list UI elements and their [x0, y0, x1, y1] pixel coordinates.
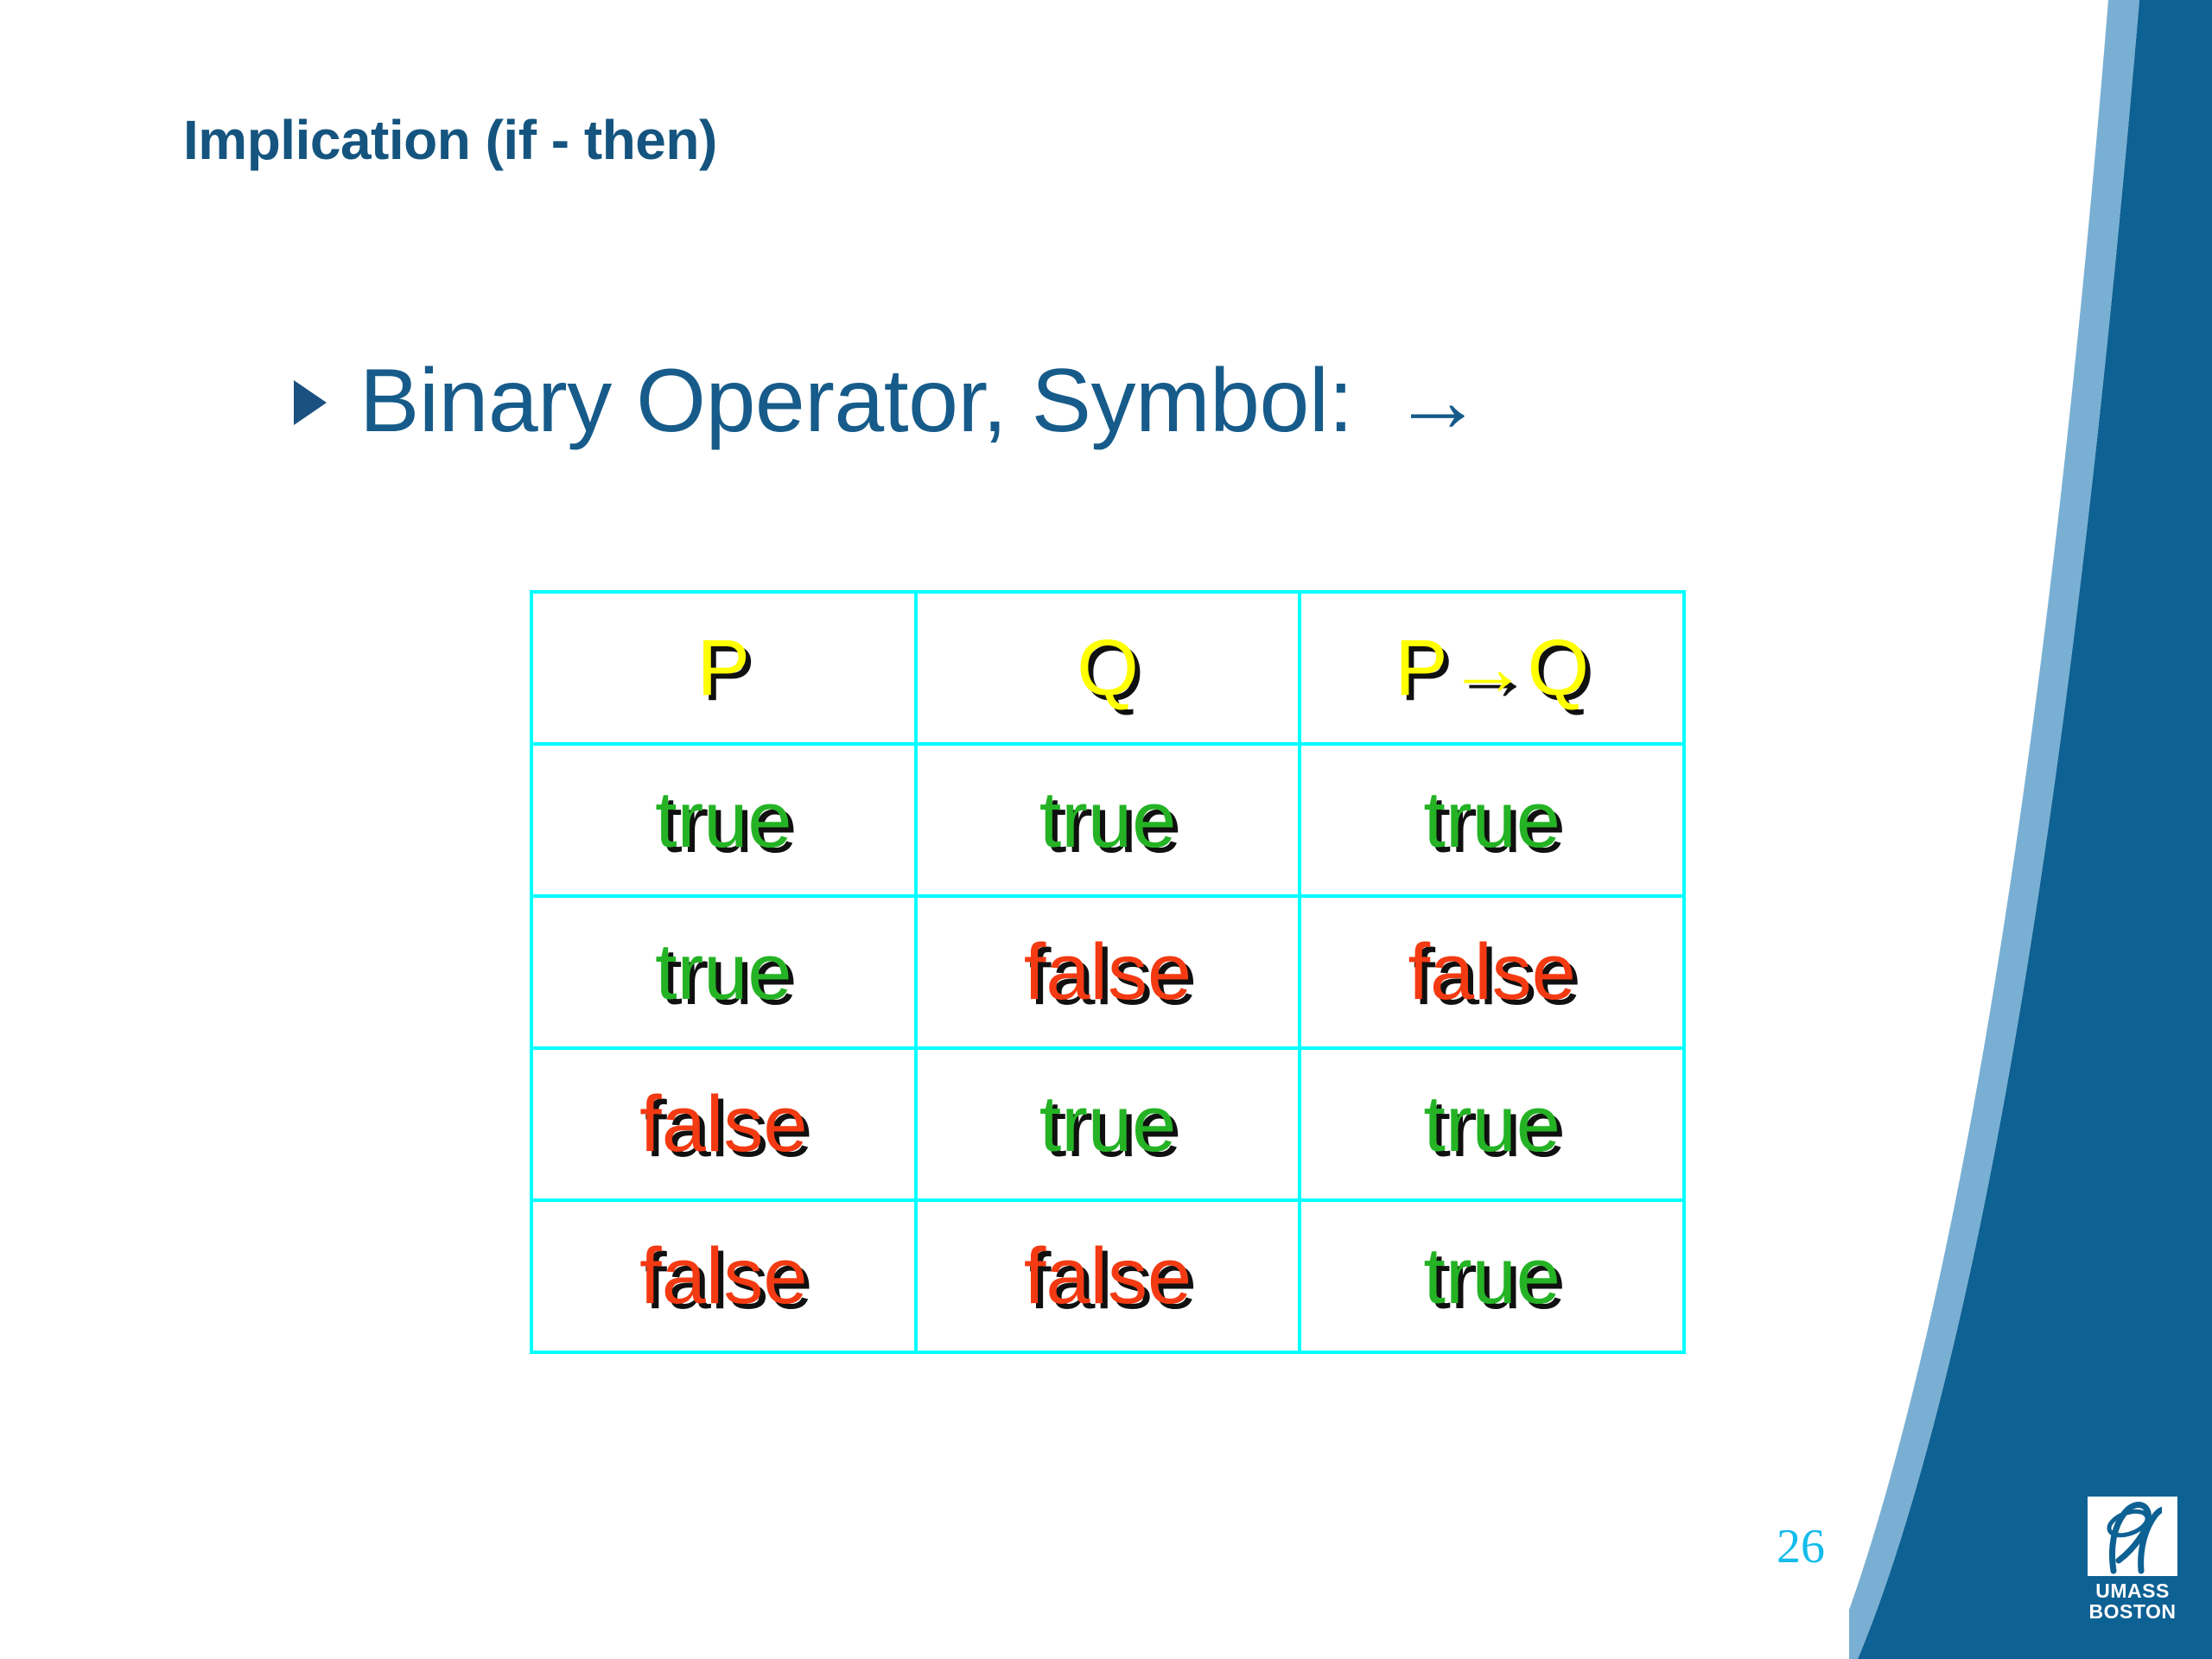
umass-monogram-icon: [2088, 1497, 2177, 1576]
table-cell-text: false: [1023, 1232, 1192, 1320]
swoosh-light-band: [1849, 0, 2139, 1659]
table-row: false true true: [530, 1046, 1686, 1202]
bullet-text: Binary Operator, Symbol:: [359, 351, 1353, 451]
table-cell: true: [913, 1046, 1302, 1202]
table-cell: true: [1298, 742, 1686, 898]
table-header-row: P Q P→Q: [530, 590, 1686, 746]
logo-line-2: BOSTON: [2088, 1600, 2177, 1624]
logo-line-1: UMASS: [2095, 1580, 2170, 1602]
implication-arrow-icon: →: [1392, 351, 1483, 451]
table-cell-text: true: [1423, 776, 1560, 864]
table-cell: true: [530, 742, 918, 898]
logo-wordmark: UMASS BOSTON: [2085, 1580, 2180, 1622]
table-cell: false: [530, 1198, 918, 1354]
table-cell-text: true: [1423, 1080, 1560, 1168]
table-cell: true: [1298, 1198, 1686, 1354]
table-row: true true true: [530, 742, 1686, 898]
table-cell-text: false: [1408, 928, 1576, 1016]
table-cell: true: [530, 894, 918, 1050]
table-cell-text: false: [639, 1232, 808, 1320]
table-cell-text: P→Q: [1395, 624, 1590, 712]
table-cell-text: P: [696, 624, 751, 712]
table-cell-text: true: [1039, 776, 1177, 864]
table-cell-text: true: [1423, 1232, 1560, 1320]
page-title: Implication (if - then): [183, 109, 717, 171]
table-cell: true: [1298, 1046, 1686, 1202]
swoosh-dark-band: [1858, 0, 2212, 1659]
table-cell-text: true: [1039, 1080, 1177, 1168]
table-cell: false: [913, 1198, 1302, 1354]
umass-monogram-glyph: [2088, 1497, 2177, 1576]
table-cell-text: Q: [1077, 624, 1139, 712]
table-cell-text: false: [1023, 928, 1192, 1016]
table-cell: false: [913, 894, 1302, 1050]
table-row: false false true: [530, 1198, 1686, 1354]
decorative-swoosh: [1849, 0, 2212, 1659]
table-header-cell: Q: [913, 590, 1302, 746]
table-cell-text: true: [655, 928, 792, 1016]
bullet-line: Binary Operator, Symbol: →: [294, 356, 1483, 446]
page-number: 26: [1777, 1520, 1825, 1573]
table-row: true false false: [530, 894, 1686, 1050]
table-cell: false: [1298, 894, 1686, 1050]
table-header-cell: P: [530, 590, 918, 746]
triangle-right-icon: [294, 380, 327, 425]
truth-table: P Q P→Q true true true true false false …: [530, 590, 1686, 1354]
table-cell-text: false: [639, 1080, 808, 1168]
table-header-cell: P→Q: [1298, 590, 1686, 746]
table-cell: false: [530, 1046, 918, 1202]
table-cell: true: [913, 742, 1302, 898]
table-cell-text: true: [655, 776, 792, 864]
umass-boston-logo: UMASS BOSTON: [2085, 1497, 2180, 1622]
